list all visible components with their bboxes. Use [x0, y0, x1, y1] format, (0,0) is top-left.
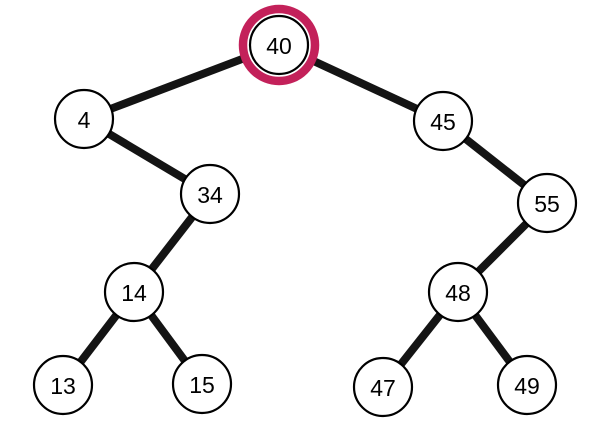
node-label-40: 40: [266, 33, 292, 59]
node-label-45: 45: [430, 109, 456, 135]
tree-node-45[interactable]: 45: [412, 90, 474, 152]
tree-node-55[interactable]: 55: [516, 172, 578, 234]
node-circle-47[interactable]: [352, 356, 414, 418]
tree-edge-40-45: [312, 57, 420, 113]
node-highlight-ring-40: [238, 4, 320, 86]
node-label-49: 49: [514, 373, 540, 399]
tree-edge-45-55: [462, 135, 528, 189]
nodes-layer: 40 4 45 34 55 14 48 13 15 47 49: [32, 4, 578, 418]
node-label-47: 47: [370, 375, 396, 401]
tree-edge-40-4: [108, 55, 244, 113]
tree-node-14[interactable]: 14: [103, 261, 165, 323]
tree-node-4[interactable]: 4: [53, 88, 115, 150]
node-circle-15[interactable]: [171, 353, 233, 415]
tree-edge-48-47: [397, 311, 444, 368]
tree-node-40[interactable]: 40: [238, 4, 320, 86]
tree-node-49[interactable]: 49: [496, 354, 558, 416]
node-label-13: 13: [50, 373, 76, 399]
tree-node-47[interactable]: 47: [352, 356, 414, 418]
tree-node-13[interactable]: 13: [32, 354, 94, 416]
node-label-14: 14: [121, 280, 147, 306]
tree-edge-55-48: [474, 219, 531, 276]
tree-node-48[interactable]: 48: [427, 261, 489, 323]
node-circle-34[interactable]: [179, 163, 241, 225]
node-circle-40[interactable]: [248, 14, 310, 76]
edges-layer: [76, 55, 531, 368]
node-circle-48[interactable]: [427, 261, 489, 323]
node-label-34: 34: [197, 182, 223, 208]
node-circle-14[interactable]: [103, 261, 165, 323]
tree-node-15[interactable]: 15: [171, 353, 233, 415]
tree-edge-4-34: [106, 129, 188, 184]
node-label-48: 48: [445, 280, 471, 306]
tree-edge-14-15: [147, 312, 189, 364]
node-circle-49[interactable]: [496, 354, 558, 416]
tree-edge-48-49: [471, 312, 514, 365]
node-label-15: 15: [189, 372, 215, 398]
node-circle-4[interactable]: [53, 88, 115, 150]
tree-node-34[interactable]: 34: [179, 163, 241, 225]
node-circle-55[interactable]: [516, 172, 578, 234]
node-circle-13[interactable]: [32, 354, 94, 416]
tree-edge-14-13: [76, 311, 121, 366]
node-label-4: 4: [78, 107, 91, 133]
tree-edge-34-14: [147, 213, 197, 273]
node-label-55: 55: [534, 191, 560, 217]
node-circle-45[interactable]: [412, 90, 474, 152]
